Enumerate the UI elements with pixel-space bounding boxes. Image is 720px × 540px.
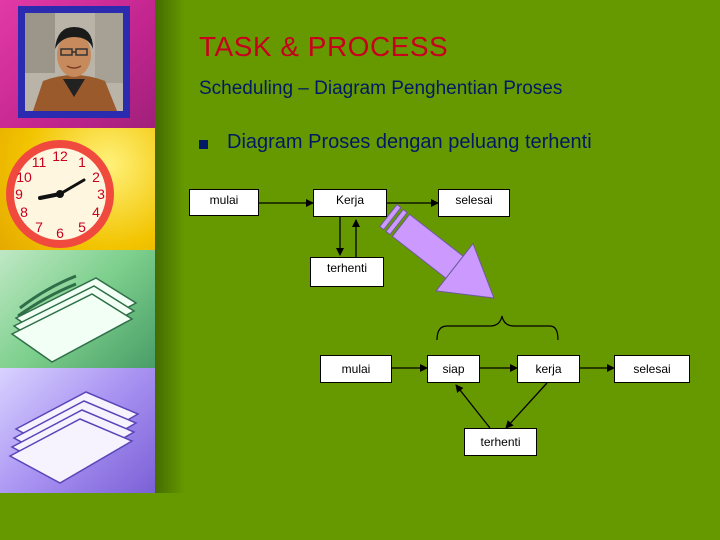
- papers-panel-purple: [0, 368, 155, 493]
- arrow-terhenti-siap: [455, 384, 491, 429]
- svg-text:7: 7: [35, 219, 43, 235]
- square-bullet-icon: [199, 140, 208, 149]
- svg-text:11: 11: [32, 154, 47, 170]
- portrait-panel: [0, 0, 155, 128]
- svg-text:10: 10: [16, 169, 32, 185]
- papers-stack-purple-icon: [8, 391, 140, 484]
- state-box-terhenti: terhenti: [310, 257, 384, 287]
- clock-panel: 12 1 2 3 4 5 6 7 8 9 10 11: [0, 128, 155, 250]
- svg-text:2: 2: [92, 169, 100, 185]
- state-box-kerja: Kerja: [313, 189, 387, 217]
- slide-subtitle: Scheduling – Diagram Penghentian Proses: [199, 78, 563, 99]
- arrow-kerja-terhenti-2: [505, 382, 548, 429]
- papers-stack-icon: [10, 274, 138, 363]
- portrait-frame: [18, 6, 130, 118]
- svg-text:6: 6: [56, 225, 64, 241]
- svg-text:1: 1: [78, 154, 86, 170]
- clock-icon: 12 1 2 3 4 5 6 7 8 9 10 11: [6, 140, 114, 248]
- state-box-mulai-2: mulai: [320, 355, 392, 383]
- state-box-mulai: mulai: [189, 189, 259, 216]
- svg-text:12: 12: [52, 148, 68, 164]
- curly-brace: [436, 315, 559, 341]
- slide-title: TASK & PROCESS: [199, 31, 449, 62]
- svg-text:8: 8: [20, 204, 28, 220]
- svg-text:5: 5: [78, 219, 86, 235]
- state-box-terhenti-2: terhenti: [464, 428, 537, 456]
- svg-text:9: 9: [15, 186, 23, 202]
- big-purple-arrow: [379, 203, 495, 299]
- decorative-photo-strip: 12 1 2 3 4 5 6 7 8 9 10 11: [0, 0, 155, 493]
- portrait-photo: [25, 13, 123, 111]
- state-box-selesai-2: selesai: [614, 355, 690, 383]
- state-box-selesai: selesai: [438, 189, 510, 217]
- strip-shadow: [155, 0, 185, 493]
- papers-panel: [0, 250, 155, 368]
- svg-text:3: 3: [97, 186, 105, 202]
- svg-text:4: 4: [92, 204, 100, 220]
- state-box-siap: siap: [427, 355, 480, 383]
- bullet-text: Diagram Proses dengan peluang terhenti: [227, 131, 592, 153]
- state-box-kerja-2: kerja: [517, 355, 580, 383]
